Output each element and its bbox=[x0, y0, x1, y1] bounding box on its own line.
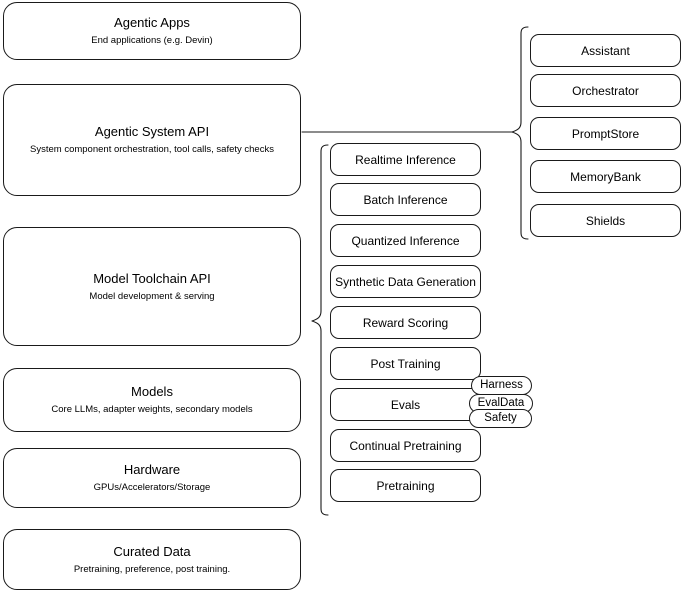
capability-batch-inference[interactable]: Batch Inference bbox=[330, 183, 481, 216]
layer-hardware[interactable]: Hardware GPUs/Accelerators/Storage bbox=[3, 448, 301, 508]
component-promptstore[interactable]: PromptStore bbox=[530, 117, 681, 150]
component-label: Shields bbox=[585, 213, 626, 228]
component-assistant[interactable]: Assistant bbox=[530, 34, 681, 67]
layer-title: Agentic System API bbox=[94, 124, 210, 139]
layer-title: Agentic Apps bbox=[114, 15, 190, 30]
capability-continual-pretraining[interactable]: Continual Pretraining bbox=[330, 429, 481, 462]
capability-label: Quantized Inference bbox=[351, 233, 460, 248]
layer-subtitle: End applications (e.g. Devin) bbox=[91, 35, 213, 46]
layer-model-toolchain-api[interactable]: Model Toolchain API Model development & … bbox=[3, 227, 301, 346]
capability-evals[interactable]: Evals bbox=[330, 388, 481, 421]
component-label: MemoryBank bbox=[570, 169, 641, 184]
eval-satellite-harness[interactable]: Harness bbox=[471, 376, 532, 395]
capability-reward-scoring[interactable]: Reward Scoring bbox=[330, 306, 481, 339]
component-label: PromptStore bbox=[571, 126, 640, 141]
capability-label: Post Training bbox=[370, 356, 441, 371]
layer-subtitle: GPUs/Accelerators/Storage bbox=[93, 482, 211, 493]
capability-post-training[interactable]: Post Training bbox=[330, 347, 481, 380]
eval-satellite-label: Harness bbox=[480, 379, 523, 391]
layer-title: Model Toolchain API bbox=[93, 270, 211, 286]
layer-agentic-system-api[interactable]: Agentic System API System component orch… bbox=[3, 84, 301, 196]
system-components-brace bbox=[511, 26, 529, 240]
eval-satellite-label: EvalData bbox=[477, 397, 525, 409]
layer-curated-data[interactable]: Curated Data Pretraining, preference, po… bbox=[3, 529, 301, 590]
capability-label: Continual Pretraining bbox=[349, 438, 462, 453]
layer-agentic-apps[interactable]: Agentic Apps End applications (e.g. Devi… bbox=[3, 2, 301, 60]
capability-label: Batch Inference bbox=[363, 192, 448, 207]
capability-label: Evals bbox=[390, 397, 421, 412]
capability-pretraining[interactable]: Pretraining bbox=[330, 469, 481, 502]
layer-subtitle: Pretraining, preference, post training. bbox=[73, 563, 231, 575]
eval-satellite-safety[interactable]: Safety bbox=[469, 409, 532, 428]
capability-label: Reward Scoring bbox=[362, 315, 449, 330]
capability-label: Pretraining bbox=[376, 478, 435, 493]
layer-models[interactable]: Models Core LLMs, adapter weights, secon… bbox=[3, 368, 301, 432]
component-orchestrator[interactable]: Orchestrator bbox=[530, 74, 681, 107]
layer-title: Models bbox=[131, 384, 173, 399]
layer-title: Hardware bbox=[123, 462, 181, 477]
component-shields[interactable]: Shields bbox=[530, 204, 681, 237]
capability-quantized-inference[interactable]: Quantized Inference bbox=[330, 224, 481, 257]
layer-subtitle: System component orchestration, tool cal… bbox=[30, 144, 274, 155]
layer-subtitle: Core LLMs, adapter weights, secondary mo… bbox=[51, 404, 253, 415]
capabilities-brace bbox=[311, 144, 329, 516]
layer-title: Curated Data bbox=[113, 543, 191, 559]
capability-label: Synthetic Data Generation bbox=[335, 274, 476, 289]
component-label: Orchestrator bbox=[572, 83, 639, 98]
capability-label: Realtime Inference bbox=[355, 152, 456, 167]
component-memorybank[interactable]: MemoryBank bbox=[530, 160, 681, 193]
capability-synthetic-data-generation[interactable]: Synthetic Data Generation bbox=[330, 265, 481, 298]
eval-satellite-label: Safety bbox=[484, 412, 517, 424]
component-label: Assistant bbox=[581, 43, 630, 58]
layer-subtitle: Model development & serving bbox=[89, 290, 215, 302]
capability-realtime-inference[interactable]: Realtime Inference bbox=[330, 143, 481, 176]
